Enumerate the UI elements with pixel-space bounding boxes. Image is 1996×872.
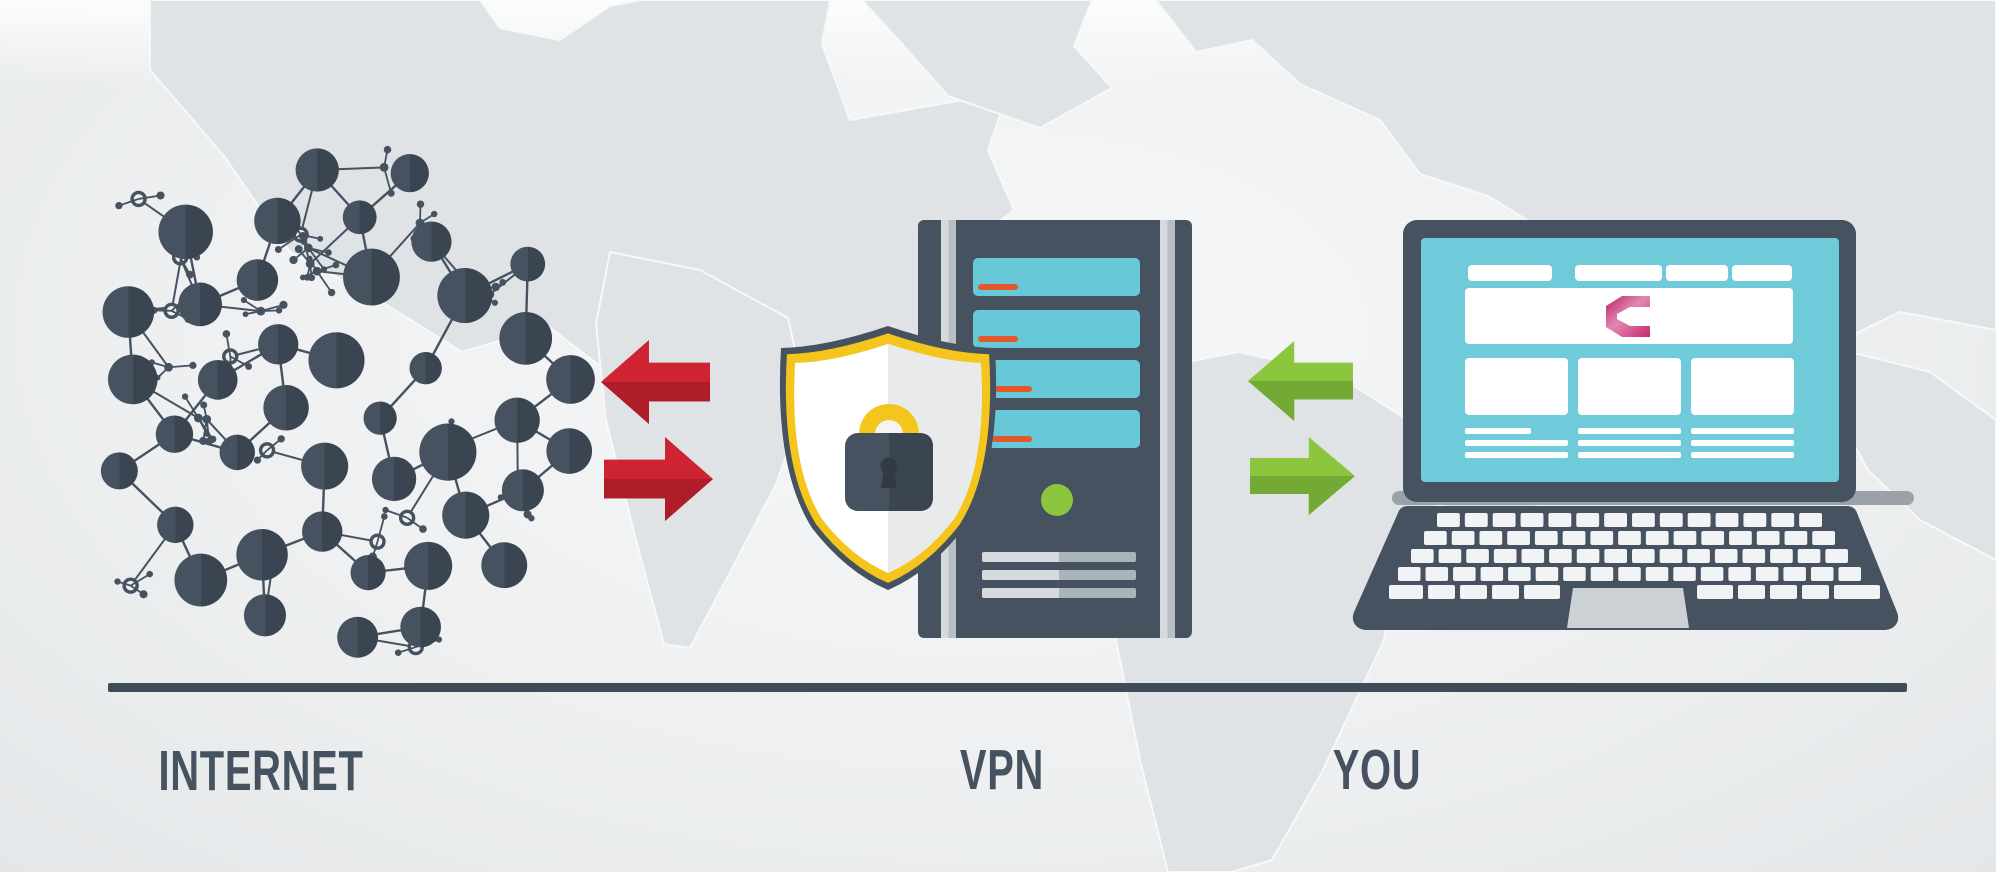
you-label: YOU [1332, 738, 1422, 802]
divider-line [108, 683, 1907, 692]
padlock-icon [845, 404, 933, 511]
shield-icon [779, 326, 997, 590]
laptop-icon [1352, 220, 1914, 630]
browser-page [1465, 265, 1794, 458]
network-cluster-icon [100, 145, 595, 658]
internet-label: INTERNET [158, 739, 364, 803]
logo-c-icon [1606, 296, 1650, 337]
keyboard [1389, 513, 1880, 599]
vpn-label: VPN [959, 738, 1045, 802]
trackpad [1567, 588, 1689, 628]
